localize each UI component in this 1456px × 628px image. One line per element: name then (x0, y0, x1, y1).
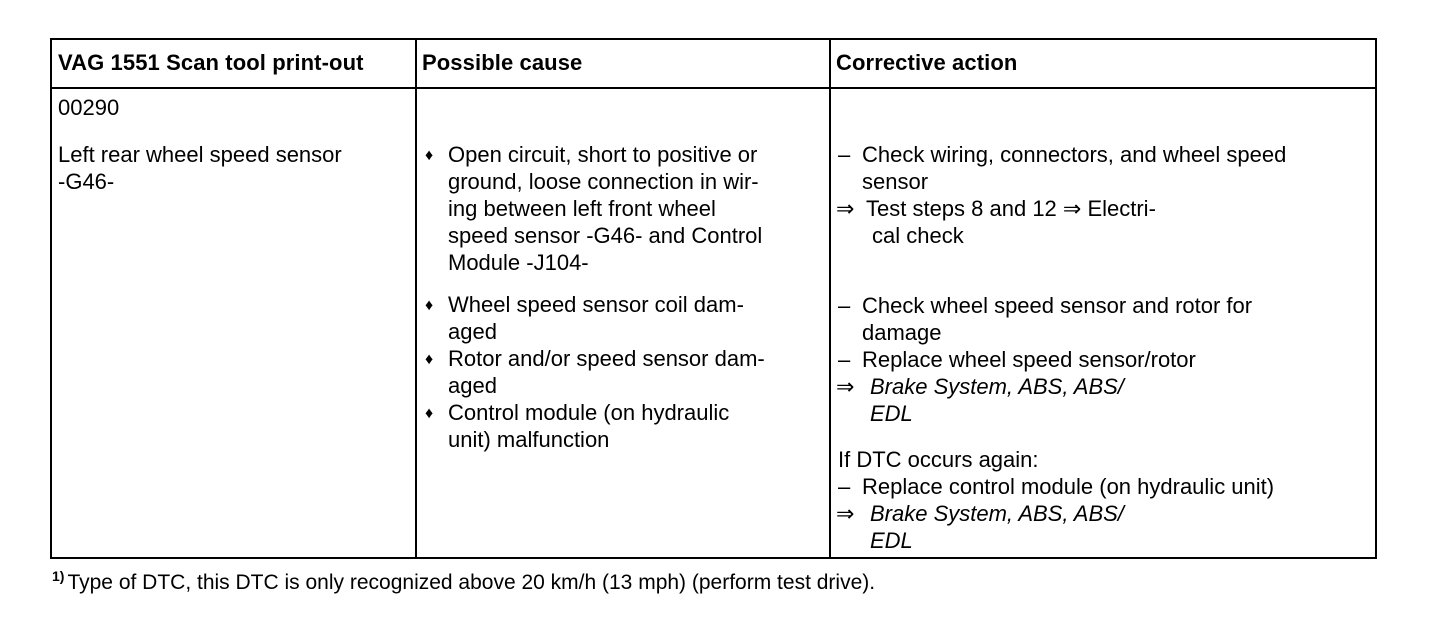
fault-description: Left rear wheel speed sensor -G46- (58, 141, 342, 195)
action-reference: Brake System, ABS, ABS/ EDL (870, 373, 1124, 427)
action-line: damage (862, 320, 942, 345)
action-line: sensor (862, 169, 929, 194)
fault-description-line: Left rear wheel speed sensor (58, 142, 342, 167)
fault-code: 00290 (58, 95, 120, 120)
bullet-icon: ♦ (425, 297, 434, 314)
bullet-icon: ♦ (425, 405, 434, 422)
reference-arrow-icon: ⇒ (836, 374, 855, 399)
action-line: EDL (870, 401, 913, 426)
cause-line: Rotor and/or speed sensor dam- (448, 346, 765, 371)
cause-line: speed sensor -G46- and Control (448, 223, 763, 248)
action-reference: Brake System, ABS, ABS/ EDL (870, 500, 1124, 554)
action-line: Check wiring, connectors, and wheel spee… (862, 142, 1287, 167)
cause-item: Open circuit, short to positive or groun… (448, 141, 762, 276)
bullet-icon: ♦ (425, 351, 434, 368)
header-divider (52, 87, 1375, 89)
cause-line: unit) malfunction (448, 427, 610, 452)
cause-line: aged (448, 319, 497, 344)
action-step: Replace wheel speed sensor/rotor (862, 346, 1196, 373)
action-reference: Test steps 8 and 12 ⇒ Electri- cal check (866, 195, 1156, 249)
bullet-icon: ♦ (425, 147, 434, 164)
cause-item: Rotor and/or speed sensor dam- aged (448, 345, 765, 399)
reference-arrow-icon: ⇒ (836, 196, 855, 221)
column-divider (829, 40, 831, 557)
action-line: Brake System, ABS, ABS/ (870, 374, 1124, 399)
header-corrective-action: Corrective action (836, 50, 1018, 75)
action-line: EDL (870, 528, 913, 553)
cause-line: Control module (on hydraulic (448, 400, 730, 425)
header-possible-cause: Possible cause (422, 50, 583, 75)
action-line: Test steps 8 and 12 ⇒ Electri- (866, 196, 1156, 221)
cause-item: Wheel speed sensor coil dam- aged (448, 291, 744, 345)
cause-line: aged (448, 373, 497, 398)
cause-item: Control module (on hydraulic unit) malfu… (448, 399, 729, 453)
cause-line: Open circuit, short to positive or (448, 142, 758, 167)
action-condition: If DTC occurs again: (838, 447, 1039, 472)
action-line: Replace wheel speed sensor/rotor (862, 347, 1196, 372)
cause-line: ground, loose connection in wir- (448, 169, 759, 194)
fault-description-line: -G46- (58, 169, 115, 194)
footnote-text: Type of DTC, this DTC is only recognized… (67, 571, 876, 594)
cause-line: Wheel speed sensor coil dam- (448, 292, 744, 317)
header-scan-tool-printout: VAG 1551 Scan tool print-out (58, 50, 364, 75)
action-line: Replace control module (on hydraulic uni… (862, 474, 1275, 499)
action-line: cal check (872, 223, 964, 248)
dash-icon: – (838, 347, 851, 372)
reference-arrow-icon: ⇒ (836, 501, 855, 526)
action-step: Replace control module (on hydraulic uni… (862, 473, 1274, 500)
action-line: Check wheel speed sensor and rotor for (862, 293, 1253, 318)
footnote-marker: 1) (52, 568, 65, 584)
footnote: 1)Type of DTC, this DTC is only recogniz… (52, 568, 875, 595)
cause-line: ing between left front wheel (448, 196, 716, 221)
cause-line: Module -J104- (448, 250, 589, 275)
dash-icon: – (838, 142, 851, 167)
fault-table: VAG 1551 Scan tool print-out Possible ca… (50, 38, 1377, 559)
action-step: Check wheel speed sensor and rotor for d… (862, 292, 1252, 346)
action-line: Brake System, ABS, ABS/ (870, 501, 1124, 526)
action-step: Check wiring, connectors, and wheel spee… (862, 141, 1286, 195)
column-divider (415, 40, 417, 557)
dash-icon: – (838, 474, 851, 499)
dash-icon: – (838, 293, 851, 318)
